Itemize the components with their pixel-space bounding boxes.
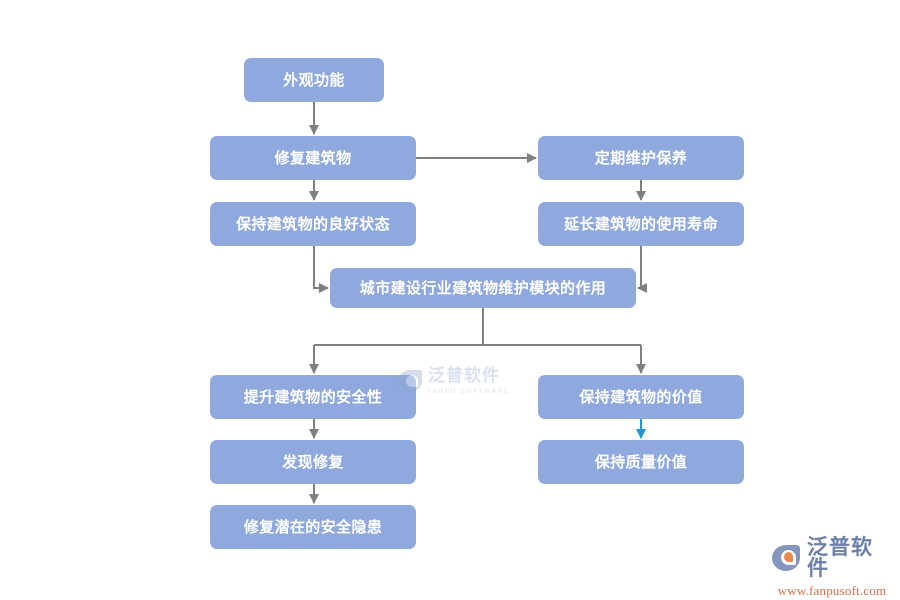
node-center-module-role[interactable]: 城市建设行业建筑物维护模块的作用 bbox=[330, 268, 636, 308]
fanpu-logo-icon bbox=[398, 368, 424, 394]
node-label: 保持质量价值 bbox=[594, 453, 688, 471]
brand-logo: 泛普软件 www.fanpusoft.com bbox=[772, 535, 892, 598]
node-label: 修复潜在的安全隐患 bbox=[243, 518, 383, 536]
node-label: 提升建筑物的安全性 bbox=[243, 388, 383, 406]
node-label: 城市建设行业建筑物维护模块的作用 bbox=[359, 279, 607, 297]
node-label: 修复建筑物 bbox=[274, 149, 352, 167]
node-label: 延长建筑物的使用寿命 bbox=[563, 215, 718, 233]
node-repair-building[interactable]: 修复建筑物 bbox=[210, 136, 416, 180]
brand-name: 泛普软件 bbox=[807, 535, 873, 580]
node-maintain-value[interactable]: 保持建筑物的价值 bbox=[538, 375, 744, 419]
fanpu-logo-icon bbox=[772, 543, 802, 573]
node-label: 发现修复 bbox=[282, 453, 344, 471]
center-watermark: 泛普软件 FANPU SOFTWARE bbox=[398, 358, 518, 404]
node-extend-lifespan[interactable]: 延长建筑物的使用寿命 bbox=[538, 202, 744, 246]
edge-lifespan-to-center bbox=[637, 246, 647, 293]
node-label: 外观功能 bbox=[283, 71, 345, 89]
watermark-name: 泛普软件 bbox=[428, 365, 500, 386]
brand-url: www.fanpusoft.com bbox=[777, 583, 887, 598]
node-appearance-function[interactable]: 外观功能 bbox=[244, 58, 384, 102]
node-repair-hidden-hazards[interactable]: 修复潜在的安全隐患 bbox=[210, 505, 416, 549]
watermark-subtitle: FANPU SOFTWARE bbox=[428, 386, 510, 395]
node-discover-repair[interactable]: 发现修复 bbox=[210, 440, 416, 484]
node-keep-good-condition[interactable]: 保持建筑物的良好状态 bbox=[210, 202, 416, 246]
edge-goodstate-to-center bbox=[313, 246, 329, 293]
node-regular-maintenance[interactable]: 定期维护保养 bbox=[538, 136, 744, 180]
node-label: 定期维护保养 bbox=[594, 149, 688, 167]
node-improve-safety[interactable]: 提升建筑物的安全性 bbox=[210, 375, 416, 419]
node-label: 保持建筑物的价值 bbox=[579, 388, 703, 406]
node-label: 保持建筑物的良好状态 bbox=[235, 215, 390, 233]
node-maintain-quality-value[interactable]: 保持质量价值 bbox=[538, 440, 744, 484]
